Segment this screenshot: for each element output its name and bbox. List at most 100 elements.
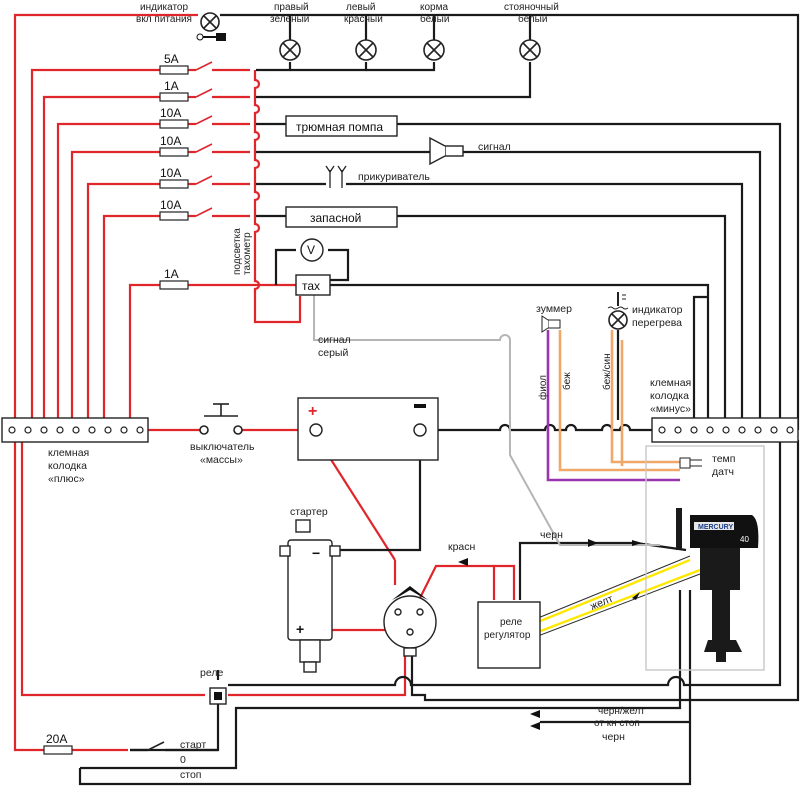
stop-label: стоп (180, 769, 201, 781)
bilge-pump-label: трюмная помпа (296, 120, 383, 134)
bilge-pump-box (285, 115, 398, 137)
tach-box (295, 274, 331, 296)
mass-switch-label-2: «массы» (200, 454, 243, 466)
signal-gray-label-1: сигнал (318, 334, 351, 346)
left-label-2: красный (344, 14, 383, 25)
fuse-1a-tach-label: 1A (164, 267, 179, 281)
lighter-label: прикуриватель (358, 171, 430, 183)
anchor-white-lamp-icon (519, 39, 541, 61)
tach-light-label-1: подсветка (232, 228, 243, 275)
fuse-5a (159, 65, 189, 75)
right-label-1: правый (274, 2, 309, 13)
fuse-10a-lighter (159, 179, 189, 189)
battery-plus-terminal (309, 423, 323, 437)
minus-block-label-1: клемная (650, 377, 691, 389)
battery-plus-sign: + (308, 403, 317, 420)
black-wires (78, 13, 800, 786)
spare-label: запасной (310, 211, 361, 225)
lighter-icon (325, 165, 347, 188)
stop-arrow-2 (530, 722, 540, 730)
relay-label: реле (200, 667, 223, 679)
overheat-lamp-icon (608, 310, 628, 330)
black-wire-arrow (588, 539, 598, 547)
fuse-10a-pump (159, 119, 189, 129)
horn-icon (429, 136, 464, 166)
fuse-1a-label: 1A (164, 79, 179, 93)
stern-white-lamp-icon (423, 39, 445, 61)
tach-label: тах (302, 279, 320, 293)
temp-sensor-label-2: датч (712, 466, 734, 478)
stern-label-2: белый (420, 13, 449, 25)
fuse-1a-anchor (159, 92, 189, 102)
beige-blue-wire-label: беж/син (601, 353, 613, 390)
mass-switch-label-1: выключатель (190, 441, 255, 453)
engine-brand: MERCURY (698, 524, 733, 531)
regulator-box (477, 601, 541, 669)
stop-arrow-1 (530, 710, 540, 718)
spare-box (285, 206, 398, 228)
red-main-line (13, 425, 128, 752)
tach-light-label-2: тахометр (242, 232, 253, 275)
fuse-20a-label: 20A (46, 732, 67, 746)
anchor-label-2: белый (518, 13, 547, 25)
sensor-wires (546, 330, 680, 482)
plus-block-label-1: клемная (48, 447, 89, 459)
outboard-engine-icon: MERCURY 40 (676, 508, 759, 662)
fuse-10a-lighter-label: 10A (160, 166, 181, 180)
fuse-10a-spare (159, 211, 189, 221)
fuse-10a-pump-label: 10A (160, 106, 181, 120)
red-wire-arrow (458, 558, 468, 566)
starter-minus-sign: − (312, 545, 320, 561)
buzzer-icon (541, 315, 561, 333)
starter-label: стартер (290, 506, 328, 518)
fuse-20a-main (43, 745, 73, 755)
voltmeter-symbol: V (307, 243, 315, 257)
horn-label: сигнал (478, 141, 511, 153)
starter-motor-icon (279, 519, 341, 673)
mass-switch-icon (199, 403, 243, 435)
overheat-label-2: перегрева (632, 317, 682, 329)
right-label-2: зеленый (270, 14, 309, 25)
left-red-lamp-icon (355, 39, 377, 61)
beige-wire-label: беж (561, 372, 573, 390)
regulator-label-2: регулятор (484, 630, 531, 641)
temp-sensor-label-1: темп (712, 453, 735, 465)
yellow-wire-arrow (632, 592, 640, 600)
left-label-1: левый (346, 2, 375, 13)
ignition-switch-icon (383, 595, 437, 657)
violet-wire-label: фиол (537, 375, 549, 400)
gray-signal-wire (313, 290, 660, 546)
fuse-5a-label: 5A (164, 52, 179, 66)
overheat-label-1: индикатор (632, 304, 683, 316)
regulator-label-1: реле (500, 617, 523, 628)
plus-terminal-block (1, 417, 149, 443)
battery-minus-terminal (413, 423, 427, 437)
fuse-10a-horn-label: 10A (160, 134, 181, 148)
stern-label-1: корма (420, 2, 448, 13)
red-wires (13, 13, 516, 697)
black-wire-arrow-2 (632, 540, 642, 546)
minus-block-label-2: колодка (650, 390, 689, 402)
starter-plus-sign: + (296, 621, 304, 637)
relay-icon (209, 687, 227, 705)
engine-hp: 40 (740, 535, 749, 544)
black-wire-label: черн (540, 529, 563, 541)
plus-block-label-2: колодка (48, 460, 87, 472)
minus-terminal-block (651, 417, 799, 443)
from-stop-label: от кн стоп (594, 718, 640, 729)
battery-minus-sign (414, 404, 426, 408)
engine-frame (645, 445, 765, 671)
power-indicator-label-1: индикатор (140, 2, 188, 13)
fuse-1a-tach (159, 280, 189, 290)
start-label: старт (180, 739, 206, 751)
black-yellow-label: черн/желт (598, 706, 645, 717)
start-switch-icon (147, 741, 165, 751)
red-wire-label: красн (448, 541, 476, 553)
plus-block-label-3: «плюс» (48, 473, 85, 485)
black-bottom-label: черн (602, 731, 625, 743)
thermometer-icon (607, 292, 629, 310)
anchor-label-1: стояночный (504, 2, 559, 13)
right-green-lamp-icon (279, 39, 301, 61)
switches (195, 61, 213, 217)
